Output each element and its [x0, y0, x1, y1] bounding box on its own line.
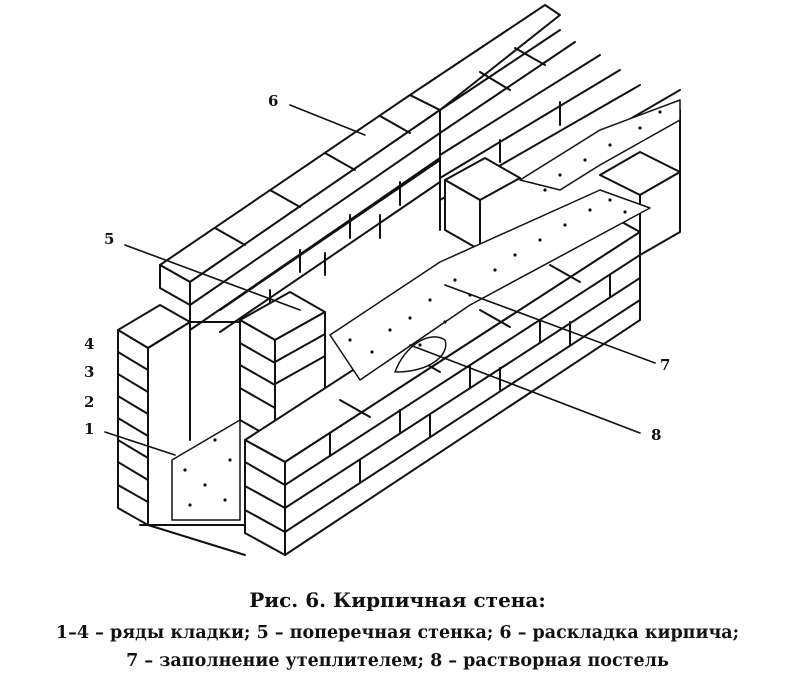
label-4: 4	[84, 335, 95, 353]
label-1: 1	[84, 420, 95, 438]
label-5: 5	[104, 230, 115, 248]
label-3: 3	[84, 363, 95, 381]
insulation-fill	[171, 99, 681, 521]
label-8: 8	[651, 426, 662, 444]
right-block	[444, 89, 681, 256]
top-brick-layout	[159, 4, 576, 306]
brick-wall-diagram	[104, 4, 681, 556]
insulation-dots	[183, 110, 662, 507]
leader-lines	[104, 104, 656, 456]
front-wall	[139, 209, 641, 556]
label-2: 2	[84, 393, 95, 411]
left-end-block	[117, 304, 241, 526]
label-6: 6	[268, 92, 279, 110]
caption-legend-line-1: 1–4 – ряды кладки; 5 – поперечная стенка…	[55, 623, 740, 643]
caption-legend-line-2: 7 – заполнение утеплителем; 8 – растворн…	[126, 651, 669, 671]
caption-title: Рис. 6. Кирпичная стена:	[249, 588, 546, 612]
label-7: 7	[660, 356, 671, 374]
back-wall	[189, 54, 641, 333]
